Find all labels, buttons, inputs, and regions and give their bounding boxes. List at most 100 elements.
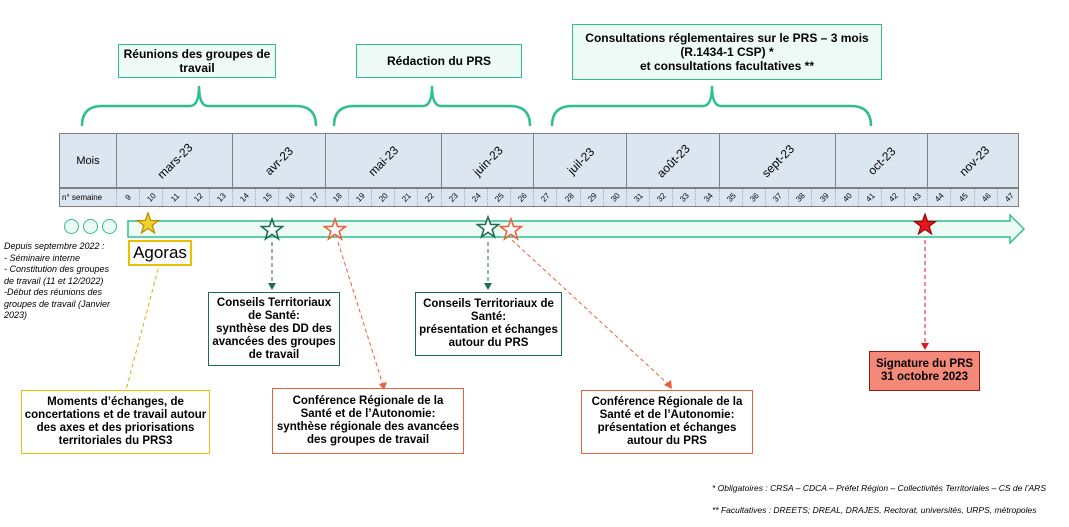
arrowhead-crsa2: [664, 380, 672, 389]
phase-redaction-label: Rédaction du PRS: [386, 54, 491, 68]
circle-1: [64, 219, 79, 234]
event-cts2-line1: Conseils Territoriaux de: [423, 298, 554, 310]
week-27: 35: [718, 189, 743, 206]
agoras-label: Agoras: [133, 243, 187, 262]
week-32: 40: [834, 189, 859, 206]
event-crsa1: Conférence Régionale de la Santé et de l…: [272, 388, 464, 454]
event-signature-line2: 31 octobre 2023: [881, 371, 968, 383]
event-moments-line1: Moments d’échanges, de: [47, 396, 184, 408]
left-note-line1: Depuis septembre 2022 :: [4, 241, 105, 251]
month-2: avr-23: [231, 134, 326, 187]
semaine-label: n° semaine: [62, 193, 103, 202]
week-38: 46: [973, 189, 998, 206]
left-note-line2: - Séminaire interne: [4, 252, 81, 263]
month-5: juil-23: [533, 134, 627, 187]
star-crsa1-icon: [322, 216, 348, 241]
week-14: 22: [417, 189, 441, 206]
week-37: 45: [950, 189, 974, 206]
event-cts2-line2: Santé:: [470, 311, 507, 323]
event-moments-line3: des axes et des priorisations: [36, 422, 195, 434]
week-7: 15: [255, 189, 279, 206]
week-12: 20: [370, 189, 395, 206]
week-29: 37: [765, 189, 789, 206]
week-19: 27: [533, 189, 557, 206]
footnote-obligatoires: * Obligatoires : CRSA – CDCA – Préfet Ré…: [712, 483, 1046, 493]
event-crsa2: Conférence Régionale de la Santé et de l…: [581, 390, 753, 454]
week-13: 21: [394, 189, 418, 206]
footnote-facultatives: ** Facultatives : DREETS; DREAL, DRAJES,…: [712, 505, 1037, 515]
connector-crsa2: [511, 239, 669, 385]
week-18: 26: [510, 189, 534, 206]
week-23: 31: [625, 189, 650, 206]
week-31: 39: [811, 189, 835, 206]
star-signature-icon: [912, 212, 938, 236]
event-cts2-line4: autour du PRS: [448, 337, 529, 349]
phase-consultations-line1: Consultations réglementaires sur le PRS …: [585, 31, 869, 45]
event-cts1-line3: synthèse des DD des: [216, 322, 332, 335]
left-note-line6: groupes de travail (Janvier: [4, 298, 111, 309]
event-crsa1-line2: Santé et de l’Autonomie:: [300, 408, 436, 420]
star-agoras-icon: [135, 211, 161, 235]
month-3: mai-23: [324, 134, 442, 187]
star-cts1-icon: [259, 216, 285, 241]
week-10: 18: [324, 189, 349, 206]
event-signature-line1: Signature du PRS: [875, 358, 974, 370]
month-8: oct-23: [834, 134, 929, 187]
event-crsa1-line3: synthèse régionale des avancées: [276, 421, 460, 433]
event-crsa2-line1: Conférence Régionale de la: [591, 396, 743, 408]
event-moments-line4: territoriales du PRS3: [58, 435, 173, 447]
month-6: août-23: [625, 134, 720, 187]
week-25: 33: [672, 189, 696, 206]
week-2: 10: [139, 189, 163, 206]
circle-3: [102, 219, 117, 234]
phase-braces: [80, 85, 873, 127]
event-crsa1-line4: des groupes de travail: [306, 434, 430, 446]
week-3: 11: [162, 189, 186, 206]
week-34: 42: [880, 189, 905, 206]
arrowhead-cts1: [268, 283, 276, 290]
event-cts2: Conseils Territoriaux de Santé: présenta…: [415, 292, 562, 356]
brace-consultations: [550, 85, 873, 127]
week-28: 36: [741, 189, 766, 206]
event-crsa2-line2: Santé et de l’Autonomie:: [599, 409, 735, 421]
left-note-line4: de travail (11 et 12/2022): [4, 275, 104, 286]
connector-crsa1: [337, 241, 384, 386]
event-cts1-line5: de travail: [248, 348, 300, 361]
mois-label: Mois: [76, 154, 100, 167]
week-1: 9: [116, 189, 140, 206]
week-35: 43: [904, 189, 928, 206]
event-crsa2-line3: présentation et échanges: [597, 422, 737, 434]
arrowhead-cts2: [484, 283, 492, 290]
brace-reunions: [80, 85, 318, 127]
phase-consultations: Consultations réglementaires sur le PRS …: [572, 24, 882, 80]
week-17: 25: [486, 189, 511, 206]
week-26: 34: [695, 189, 719, 206]
event-crsa1-line1: Conférence Régionale de la: [292, 395, 444, 407]
week-24: 32: [649, 189, 673, 206]
timeline-arrow: [127, 213, 1026, 245]
agoras-box: Agoras: [128, 240, 192, 266]
week-22: 30: [602, 189, 627, 206]
week-16: 24: [463, 189, 488, 206]
week-11: 19: [347, 189, 372, 206]
event-crsa2-line4: autour du PRS: [627, 435, 707, 447]
connector-agoras: [125, 261, 161, 391]
star-crsa2-icon: [498, 216, 524, 241]
week-4: 12: [185, 189, 210, 206]
phase-consultations-line2: (R.1434-1 CSP) *: [680, 45, 774, 59]
event-moments-line2: concertations et de travail autour: [24, 409, 207, 421]
event-cts1-line2: de Santé:: [248, 309, 300, 322]
phase-reunions-label: Réunions des groupes de travail: [123, 47, 271, 75]
phase-reunions: Réunions des groupes de travail: [118, 44, 276, 78]
week-6: 14: [231, 189, 256, 206]
week-5: 13: [208, 189, 233, 206]
event-moments: Moments d’échanges, de concertations et …: [21, 390, 210, 454]
week-21: 29: [579, 189, 604, 206]
week-15: 23: [440, 189, 465, 206]
week-20: 28: [556, 189, 580, 206]
event-cts1: Conseils Territoriaux de Santé: synthèse…: [208, 292, 340, 366]
event-cts1-line1: Conseils Territoriaux: [216, 296, 332, 309]
